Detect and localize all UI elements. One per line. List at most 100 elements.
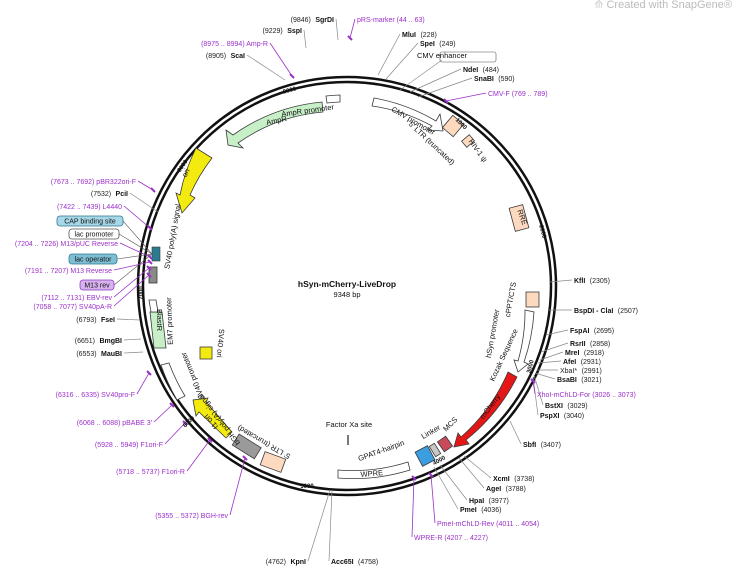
site-hpai: HpaI (3977) (439, 464, 509, 505)
site-label: BstXI (3029) (545, 395, 588, 412)
feature-bgh-box (231, 433, 262, 460)
site-label: (4762) KpnI (266, 551, 306, 567)
primer-text: (5928 .. 5949) F1ori-F (95, 442, 163, 449)
primer-label: (7191 .. 7207) M13 Reverse (25, 259, 153, 275)
feature-label-sv40-ori: SV40 ori (215, 328, 227, 358)
site-xbai-: XbaI* (2991) (537, 368, 602, 375)
site-sspi: (9229) SspI (263, 28, 307, 49)
site-rsrii: RsrII (2858) (540, 333, 610, 353)
primer-leader-line (123, 205, 151, 229)
site-label: Acc65I (4758) (331, 551, 378, 567)
primer-label: (7112 .. 7131) EBV-rev (41, 265, 152, 302)
primer-label: CMV-F (769 .. 789) (443, 91, 548, 104)
primer-leader-line (532, 380, 536, 395)
site-label: MluI (228) (402, 24, 437, 41)
site-label: SnaBI (590) (474, 68, 515, 85)
feature-5ltr-bottom-box (259, 451, 287, 473)
site-mlui: MluI (228) (377, 24, 437, 76)
primer-leader-line (119, 242, 151, 258)
site-bstxi: BstXI (3029) (533, 374, 588, 412)
primer-text: (7058 .. 7077) SV40pA-R (33, 304, 112, 311)
pill-text: CAP binding site (64, 219, 116, 226)
site-acc65i: Acc65I (4758) (328, 489, 378, 567)
site-leader-line (533, 374, 544, 406)
primer-mark (147, 254, 153, 260)
site-ndei: NdeI (484) (409, 67, 499, 93)
feature-hiv-psi-box (461, 134, 475, 148)
site-kfli: KflI (2305) (549, 278, 610, 285)
feature-ampr-promoter-arrow (325, 94, 341, 104)
primer-leader-line (164, 422, 186, 445)
site-label: (6793) FseI (76, 309, 115, 326)
site-fsei: (6793) FseI (76, 309, 141, 326)
site-leader-line (307, 489, 331, 562)
feature-factor-xa-site (347, 435, 349, 445)
site-label: BsaBI (3021) (557, 369, 602, 386)
primer-text: (7112 .. 7131) EBV-rev (41, 295, 112, 302)
primer-mark (530, 378, 536, 384)
primer-label: PmeI-mChLD-Rev (4011 .. 4054) (428, 472, 539, 528)
feature-label-gpat4-hairpin: GPAT4-hairpin (357, 438, 406, 463)
tick-label-5000: 5000 (300, 484, 314, 490)
site-leader-line (458, 457, 485, 489)
site-label: (6553) MauBI (76, 343, 122, 360)
pill-box (79, 279, 115, 291)
site-agei: AgeI (3788) (458, 457, 526, 493)
site-leader-line (246, 54, 286, 81)
primer-leader-line (445, 92, 487, 102)
site-mrei: MreI (2918) (539, 342, 604, 361)
site-fspai: FspAI (2695) (545, 328, 614, 336)
pill-m13-rev: M13 rev (79, 253, 153, 291)
site-label: SpeI (249) (420, 33, 456, 50)
feature-gpat4-box (414, 445, 436, 467)
site-pmei: PmeI (4036) (433, 466, 501, 514)
feature-em7-promoter-arrow (148, 299, 159, 313)
primer-label: pRS-marker (44 .. 63) (347, 17, 425, 41)
primer-label: (7673 .. 7692) pBR322ori-F (51, 179, 156, 193)
site-label: SbfI (3407) (523, 434, 561, 451)
cmv-enhancer-label-box (439, 51, 497, 63)
primer-leader-line (430, 474, 436, 524)
cmv-enhancer-leader-line (399, 59, 443, 91)
primer-mark (289, 73, 295, 79)
pill-box (68, 228, 120, 240)
primer-mark (443, 98, 449, 104)
feature-lac-marks (151, 246, 161, 262)
primer-label: (5928 .. 5949) F1ori-F (95, 420, 188, 449)
site-label: RsrII (2858) (570, 333, 610, 350)
site-leader-line (417, 77, 473, 98)
primer-text: (7422 .. 7439) L4440 (57, 204, 122, 211)
feature-label-ampr: AmpR (265, 114, 288, 127)
primer-label: WPRE-R (4207 .. 4227) (411, 475, 488, 542)
site-leader-line (385, 42, 419, 80)
primer-leader-line (186, 439, 211, 472)
site-label: (8905) ScaI (206, 45, 245, 62)
site-label: BspDI - ClaI (2507) (574, 300, 638, 317)
site-leader-line (463, 455, 492, 479)
pill-leader-line (118, 233, 153, 255)
primer-label: (7422 .. 7439) L4440 (57, 204, 153, 231)
primer-label: (5355 .. 5372) BGH-rev (155, 455, 248, 520)
primer-mark (146, 272, 152, 278)
pill-box (68, 253, 118, 265)
site-label: PspXI (3040) (540, 405, 584, 422)
snapgene-watermark: ⟰ Created with SnapGene® (594, 0, 732, 11)
site-label: MreI (2918) (565, 342, 604, 359)
feature-mcs-box (436, 435, 454, 453)
primer-leader-line (349, 18, 356, 39)
tick-label-9000: 9000 (283, 86, 298, 95)
snapgene-logo-icon: ⟰ (594, 0, 607, 11)
feature-f1ori-arrow (192, 397, 233, 439)
primer-label: (6316 .. 6335) SV40pro-F (56, 370, 152, 399)
site-pcii: (7532) PciI (91, 183, 159, 213)
primer-mark (147, 225, 153, 231)
site-leader-line (537, 360, 562, 364)
primer-text: (7673 .. 7692) pBR322ori-F (51, 179, 136, 186)
site-label: (7532) PciI (91, 183, 128, 200)
primer-mark (147, 259, 153, 265)
primer-leader-line (113, 267, 150, 298)
primer-text: (8975 .. 8994) Amp-R (201, 41, 268, 48)
site-leader-line (335, 18, 339, 41)
